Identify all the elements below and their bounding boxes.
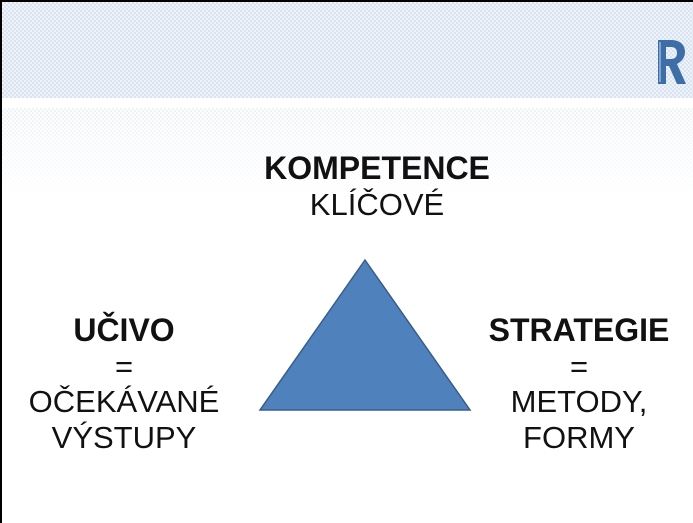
pattern-band [2, 108, 693, 198]
competence-title: KOMPETENCE [264, 150, 490, 186]
curriculum-title: UČIVO [73, 312, 175, 348]
strategy-title: STRATEGIE [488, 312, 670, 348]
curriculum-line-1: OČEKÁVANÉ [28, 384, 220, 420]
curriculum-line-2: VÝSTUPY [51, 420, 197, 456]
strategy-label: STRATEGIE = METODY, FORMY [470, 312, 688, 456]
curriculum-equals: = [114, 348, 134, 384]
strategy-line-2: FORMY [523, 420, 635, 456]
strategy-line-1: METODY, [510, 384, 648, 420]
competence-label: KOMPETENCE KLÍČOVÉ [222, 150, 532, 222]
r-letter-logo-icon [658, 40, 686, 84]
strategy-equals: = [569, 348, 589, 384]
triangle-shape [258, 258, 472, 411]
header-divider [2, 98, 693, 108]
header-band [2, 2, 693, 98]
curriculum-label: UČIVO = OČEKÁVANÉ VÝSTUPY [4, 312, 244, 456]
competence-subtitle: KLÍČOVÉ [309, 186, 445, 222]
